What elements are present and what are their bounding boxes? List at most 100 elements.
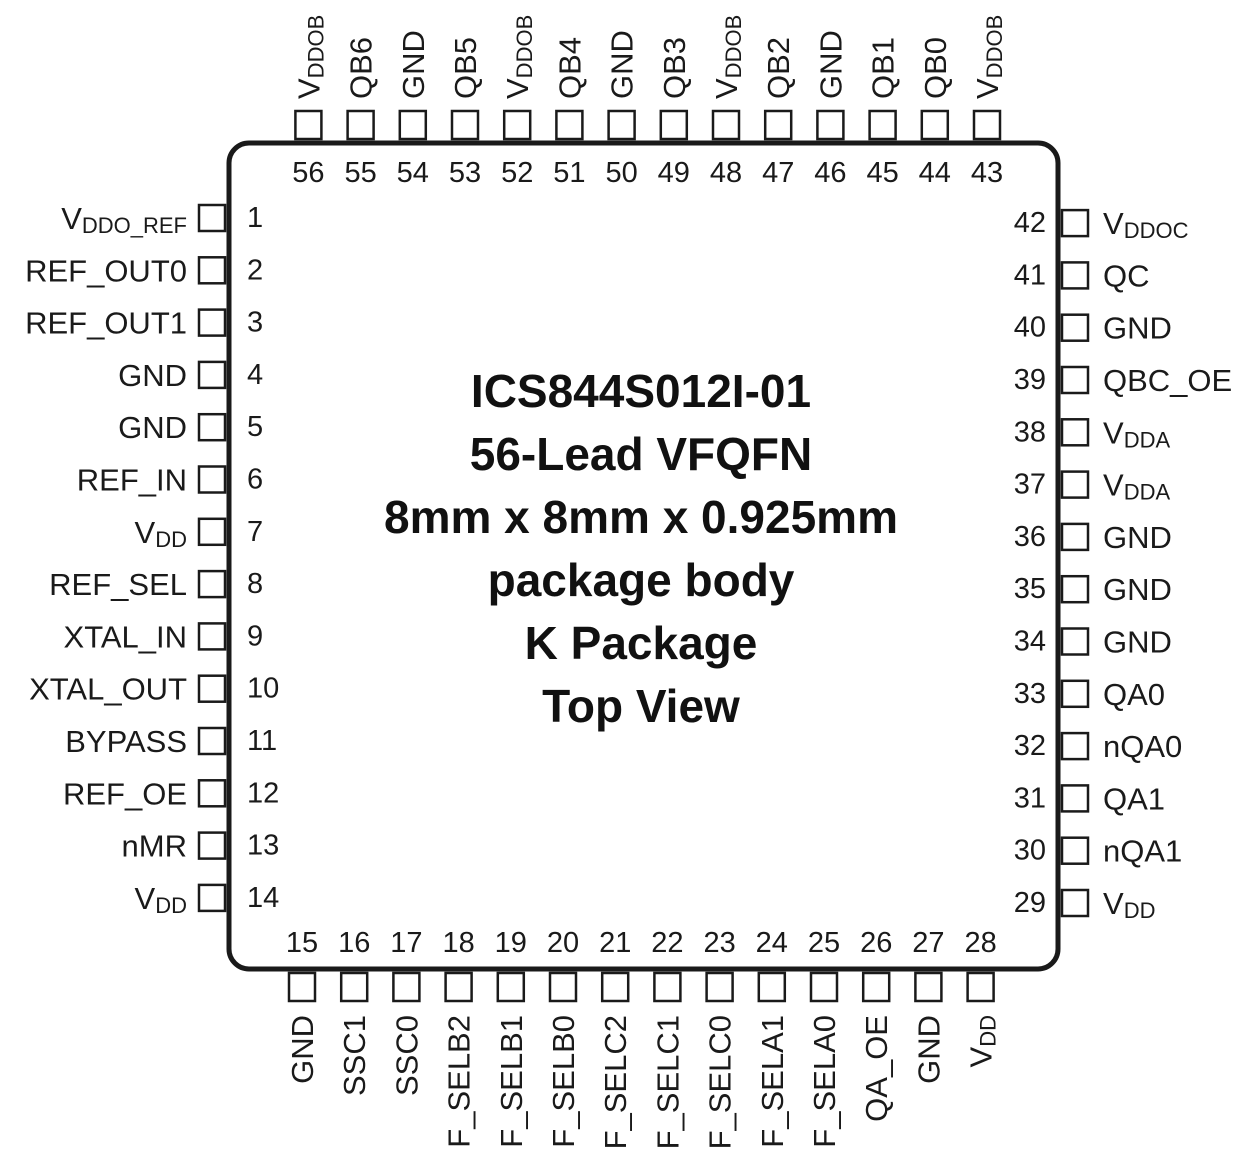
pin-name-text: QB4 bbox=[552, 37, 587, 99]
pin-number-56: 56 bbox=[292, 157, 324, 189]
pin-name-subscript: DDA bbox=[1124, 427, 1171, 452]
pin-pad-53 bbox=[450, 109, 480, 141]
pin-name-text: QB1 bbox=[865, 37, 900, 99]
pin-name-27: GND bbox=[911, 1015, 946, 1084]
pin-name-text: SSC1 bbox=[337, 1015, 372, 1096]
pin-pad-21 bbox=[600, 971, 630, 1003]
pin-name-56: VDDOB bbox=[291, 15, 328, 99]
pin-name-31: QA1 bbox=[1103, 781, 1165, 816]
pin-name-subscript: DDO_REF bbox=[82, 213, 187, 238]
pin-name-subscript: DDA bbox=[1124, 479, 1171, 504]
pin-number-35: 35 bbox=[1014, 573, 1046, 605]
title-line-package-type: K Package bbox=[525, 617, 758, 669]
pin-name-25: F_SELA0 bbox=[807, 1015, 842, 1148]
pin-number-5: 5 bbox=[247, 411, 263, 443]
pin-name-33: QA0 bbox=[1103, 676, 1165, 711]
pin-pad-10 bbox=[197, 674, 227, 703]
pin-name-text: GND bbox=[395, 30, 430, 99]
pin-pad-34 bbox=[1060, 627, 1090, 656]
pin-number-25: 25 bbox=[808, 927, 840, 959]
pin-name-subscript: DDOB bbox=[303, 15, 328, 79]
pin-number-16: 16 bbox=[338, 927, 370, 959]
pin-name-text: GND bbox=[1103, 310, 1172, 345]
pin-pad-5 bbox=[197, 412, 227, 442]
pin-pad-1 bbox=[197, 203, 227, 233]
pin-pad-40 bbox=[1060, 313, 1090, 342]
pin-name-text: F_SELB1 bbox=[493, 1015, 528, 1148]
pin-name-51: QB4 bbox=[552, 37, 587, 99]
pin-name-text: REF_IN bbox=[77, 462, 187, 497]
pin-number-51: 51 bbox=[553, 157, 585, 189]
pin-name-text: GND bbox=[1103, 519, 1172, 554]
pin-number-54: 54 bbox=[397, 157, 429, 189]
pin-number-38: 38 bbox=[1014, 416, 1046, 448]
pin-pad-27 bbox=[914, 971, 943, 1003]
pin-number-24: 24 bbox=[756, 927, 788, 959]
pin-name-subscript: DD bbox=[975, 1015, 1000, 1047]
pin-pad-51 bbox=[555, 109, 584, 141]
pin-name-42: VDDOC bbox=[1103, 206, 1189, 243]
pin-name-subscript: DDOC bbox=[1124, 218, 1189, 243]
pin-number-45: 45 bbox=[866, 157, 898, 189]
title-line-dimensions: 8mm x 8mm x 0.925mm bbox=[384, 491, 898, 543]
pin-pad-46 bbox=[816, 109, 845, 141]
pin-pad-7 bbox=[197, 517, 227, 547]
pin-name-subscript: DDOB bbox=[512, 15, 537, 79]
pin-number-21: 21 bbox=[599, 927, 631, 959]
pin-pad-52 bbox=[502, 109, 532, 141]
pin-number-23: 23 bbox=[703, 927, 735, 959]
pin-number-7: 7 bbox=[247, 516, 263, 548]
pin-name-41: QC bbox=[1103, 258, 1150, 293]
pin-name-text: F_SELC1 bbox=[650, 1015, 685, 1149]
pin-pad-42 bbox=[1060, 208, 1090, 238]
pin-number-20: 20 bbox=[547, 927, 579, 959]
pin-name-text: QB6 bbox=[343, 37, 378, 99]
pin-number-41: 41 bbox=[1014, 259, 1046, 291]
pin-name-text: REF_OUT1 bbox=[25, 305, 187, 340]
pin-pad-56 bbox=[294, 109, 323, 141]
pin-name-47: QB2 bbox=[761, 37, 796, 99]
pin-name-7: VDD bbox=[135, 514, 187, 551]
pin-name-22: F_SELC1 bbox=[650, 1015, 685, 1149]
pin-name-text: REF_OE bbox=[63, 776, 187, 811]
pin-number-44: 44 bbox=[919, 157, 951, 189]
pin-number-28: 28 bbox=[964, 927, 996, 959]
pin-name-45: QB1 bbox=[865, 37, 900, 99]
pin-pad-32 bbox=[1060, 731, 1090, 761]
pin-name-32: nQA0 bbox=[1103, 729, 1182, 764]
pin-pad-31 bbox=[1060, 784, 1090, 813]
pin-pad-14 bbox=[197, 883, 227, 913]
pin-number-40: 40 bbox=[1014, 312, 1046, 344]
title-line-view: Top View bbox=[542, 680, 740, 732]
pin-pad-38 bbox=[1060, 418, 1090, 447]
pin-name-18: F_SELB2 bbox=[441, 1015, 476, 1148]
pin-name-text: V bbox=[970, 78, 1005, 99]
pin-number-37: 37 bbox=[1014, 469, 1046, 501]
pin-number-32: 32 bbox=[1014, 730, 1046, 762]
pin-name-text: V bbox=[1103, 886, 1124, 921]
pin-pad-25 bbox=[809, 971, 839, 1003]
pin-number-27: 27 bbox=[912, 927, 944, 959]
pin-number-3: 3 bbox=[247, 307, 263, 339]
pin-name-text: nMR bbox=[122, 828, 187, 863]
pin-name-37: VDDA bbox=[1103, 467, 1170, 504]
pin-pad-45 bbox=[868, 109, 897, 141]
pin-name-text: GND bbox=[118, 410, 187, 445]
pin-name-text: QA1 bbox=[1103, 781, 1165, 816]
pin-name-text: F_SELB2 bbox=[441, 1015, 476, 1148]
pin-name-text: QB5 bbox=[448, 37, 483, 99]
pin-number-18: 18 bbox=[442, 927, 474, 959]
pin-name-10: XTAL_OUT bbox=[29, 671, 187, 706]
pin-number-2: 2 bbox=[247, 254, 263, 286]
pin-name-40: GND bbox=[1103, 310, 1172, 345]
pin-name-text: SSC0 bbox=[389, 1015, 424, 1096]
pin-name-text: QB3 bbox=[656, 37, 691, 99]
pin-pad-24 bbox=[757, 971, 787, 1003]
pin-pad-47 bbox=[763, 109, 793, 141]
pin-name-5: GND bbox=[118, 410, 187, 445]
pin-name-subscript: DDOB bbox=[982, 15, 1007, 79]
pin-name-26: QA_OE bbox=[859, 1015, 894, 1122]
pin-name-text: V bbox=[963, 1046, 998, 1067]
pin-number-46: 46 bbox=[814, 157, 846, 189]
pin-number-39: 39 bbox=[1014, 364, 1046, 396]
